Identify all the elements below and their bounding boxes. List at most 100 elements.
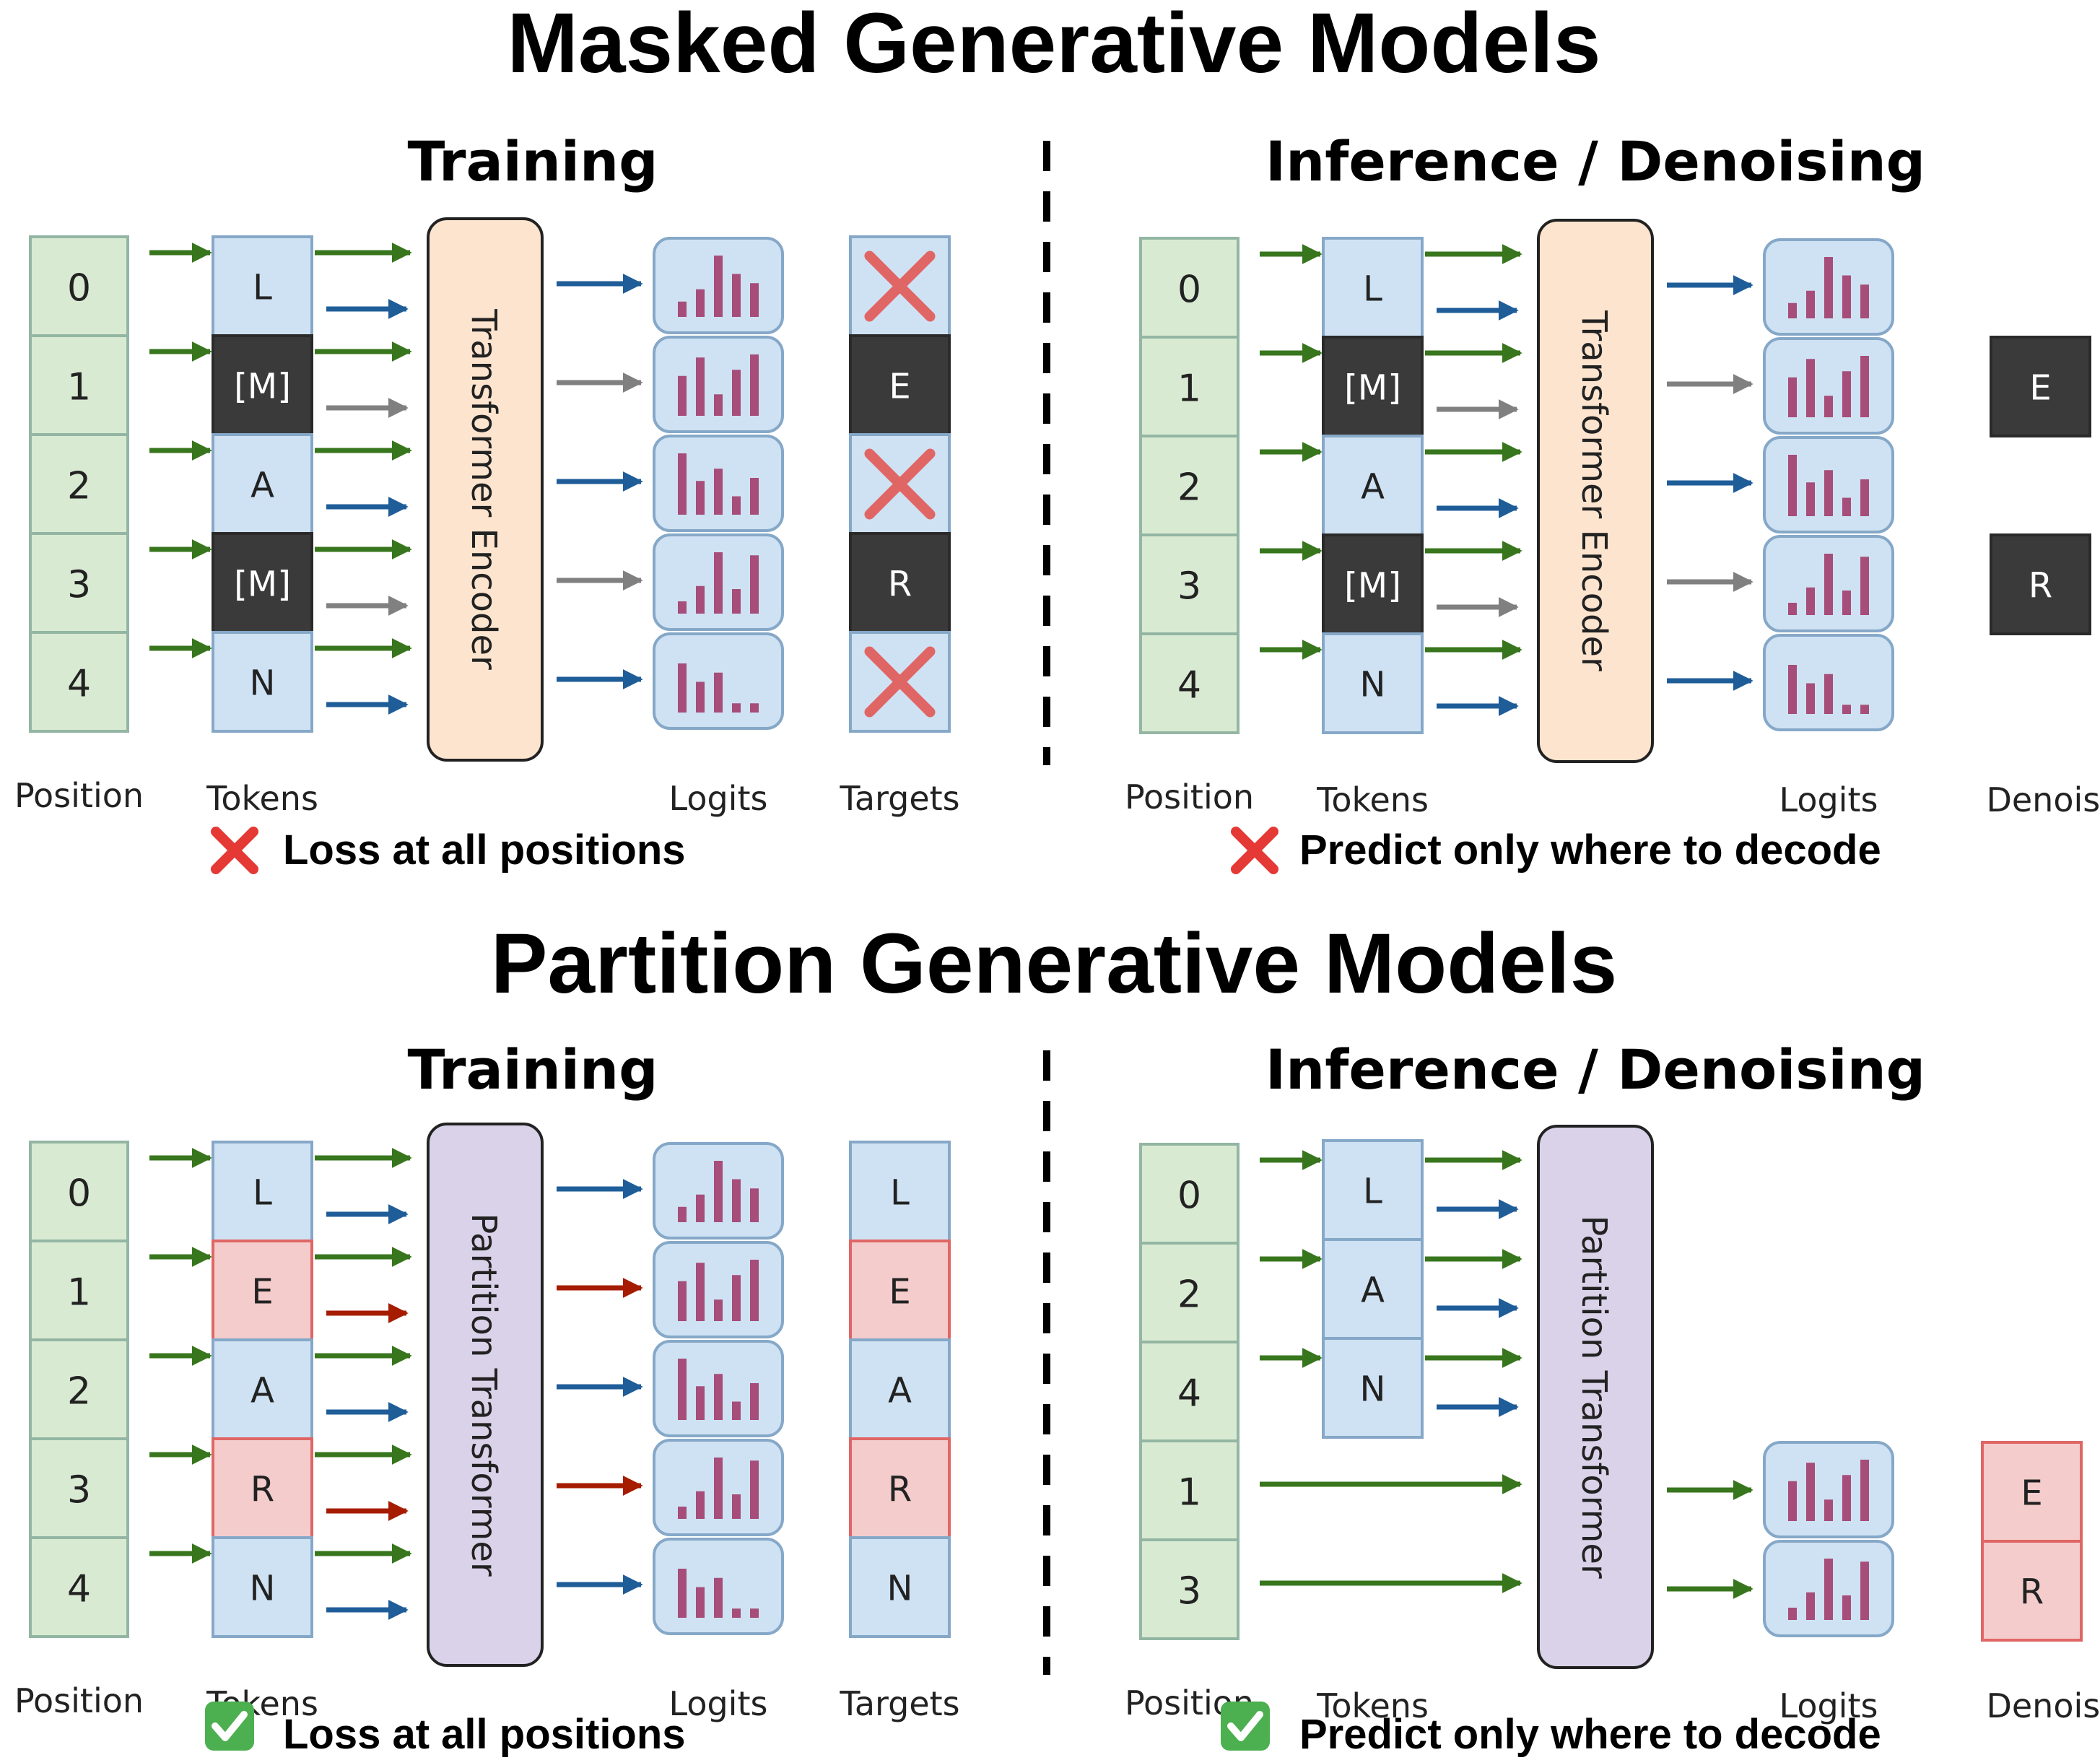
logit-cell <box>653 1340 784 1437</box>
position-box <box>29 235 129 337</box>
logit-bar <box>696 1194 705 1222</box>
token-value: [M] <box>1344 368 1401 409</box>
token-box <box>1322 533 1424 635</box>
position-cell: 4 <box>1139 632 1239 734</box>
logit-bar <box>696 1491 705 1519</box>
logit-cell <box>1763 337 1894 435</box>
check-mark-icon <box>205 1702 254 1751</box>
note-text: Predict only where to decode <box>1299 827 1881 874</box>
denoise-value: R <box>2020 1572 2044 1613</box>
logit-bar <box>1788 1481 1797 1521</box>
token-cell: [M] <box>212 334 313 436</box>
partition-training-title: Training <box>408 1037 658 1102</box>
target-value: E <box>889 367 910 407</box>
position-box <box>29 433 129 535</box>
logit-bar <box>1860 479 1869 516</box>
target-box <box>849 1338 951 1440</box>
token-cell: A <box>1322 1238 1424 1340</box>
position-cell: 4 <box>29 631 129 733</box>
model-box <box>1537 1125 1654 1669</box>
cross-icon <box>864 251 936 322</box>
token-value: L <box>253 268 272 308</box>
logit-bar <box>1824 1499 1833 1521</box>
position-cell: 2 <box>29 433 129 535</box>
token-value: L <box>1363 269 1382 310</box>
position-box <box>29 1338 129 1440</box>
position-cell: 0 <box>1139 237 1239 339</box>
logit-bar <box>732 1401 741 1420</box>
model-box <box>427 217 544 762</box>
position-cell: 3 <box>1139 533 1239 635</box>
target-box <box>849 1437 951 1539</box>
logit-bar <box>1788 302 1797 318</box>
token-cell: L <box>1322 1139 1424 1241</box>
position-cell: 1 <box>1139 1439 1239 1541</box>
logit-bar <box>1860 1561 1869 1620</box>
position-box <box>1139 237 1239 339</box>
position-value: 3 <box>67 564 91 607</box>
position-cell: 0 <box>29 235 129 337</box>
token-value: [M] <box>234 367 291 407</box>
logit-bar <box>1824 257 1833 318</box>
logit-bar <box>678 1206 687 1222</box>
logit-cell <box>1763 535 1894 632</box>
logit-bar <box>732 589 741 614</box>
position-box <box>29 532 129 634</box>
position-cell: 0 <box>1139 1143 1239 1245</box>
logits-column-label: Logits <box>669 1684 768 1723</box>
position-cell: 0 <box>29 1141 129 1242</box>
logit-bar <box>714 672 723 713</box>
logit-bar <box>750 1383 759 1420</box>
logit-cell <box>653 632 784 730</box>
target-box <box>849 1240 951 1341</box>
masked-inference-title: Inference / Denoising <box>1265 129 1925 193</box>
logit-bar <box>1824 470 1833 516</box>
position-value: 0 <box>67 1172 91 1216</box>
token-cell: N <box>212 1536 313 1638</box>
masked-training-note: Loss at all positions <box>211 827 686 874</box>
target-cell: A <box>849 1338 951 1440</box>
position-column-label: Position <box>14 776 144 815</box>
token-cell: A <box>212 1338 313 1440</box>
logit-bar <box>696 481 705 515</box>
logit-bar <box>1860 356 1869 417</box>
denoise-column-label: Denoise <box>1986 1686 2100 1725</box>
logit-cell <box>1763 1441 1894 1538</box>
position-box <box>29 1240 129 1341</box>
position-box <box>29 334 129 436</box>
logit-bar <box>1860 557 1869 615</box>
token-box <box>1322 632 1424 734</box>
logit-bar <box>714 256 723 317</box>
logit-cell <box>1763 238 1894 336</box>
logit-bar <box>1842 371 1851 417</box>
logit-bar <box>1806 290 1815 318</box>
token-cell: N <box>1322 632 1424 734</box>
logit-bar <box>678 601 687 614</box>
token-cell: E <box>212 1240 313 1341</box>
position-box <box>29 1141 129 1242</box>
token-box <box>212 433 313 535</box>
denoise-box <box>1981 1540 2083 1642</box>
logit-bar <box>714 1577 723 1618</box>
logit-cell <box>653 1439 784 1536</box>
denoise-box <box>1981 1441 2083 1543</box>
logit-bar <box>1806 587 1815 615</box>
position-box <box>29 1437 129 1539</box>
token-box <box>212 631 313 733</box>
logit-bar <box>1788 603 1797 615</box>
logit-cell <box>1763 634 1894 731</box>
position-value: 4 <box>67 663 91 706</box>
logit-bar <box>1806 1463 1815 1521</box>
token-cell: N <box>212 631 313 733</box>
logit-bar <box>696 1386 705 1420</box>
logit-bar <box>696 1263 705 1321</box>
logit-bar <box>1842 497 1851 516</box>
cross-mark-icon <box>1231 827 1278 874</box>
token-box <box>212 1536 313 1638</box>
logit-bar <box>732 1179 741 1222</box>
targets-column-label: Targets <box>839 1684 959 1723</box>
